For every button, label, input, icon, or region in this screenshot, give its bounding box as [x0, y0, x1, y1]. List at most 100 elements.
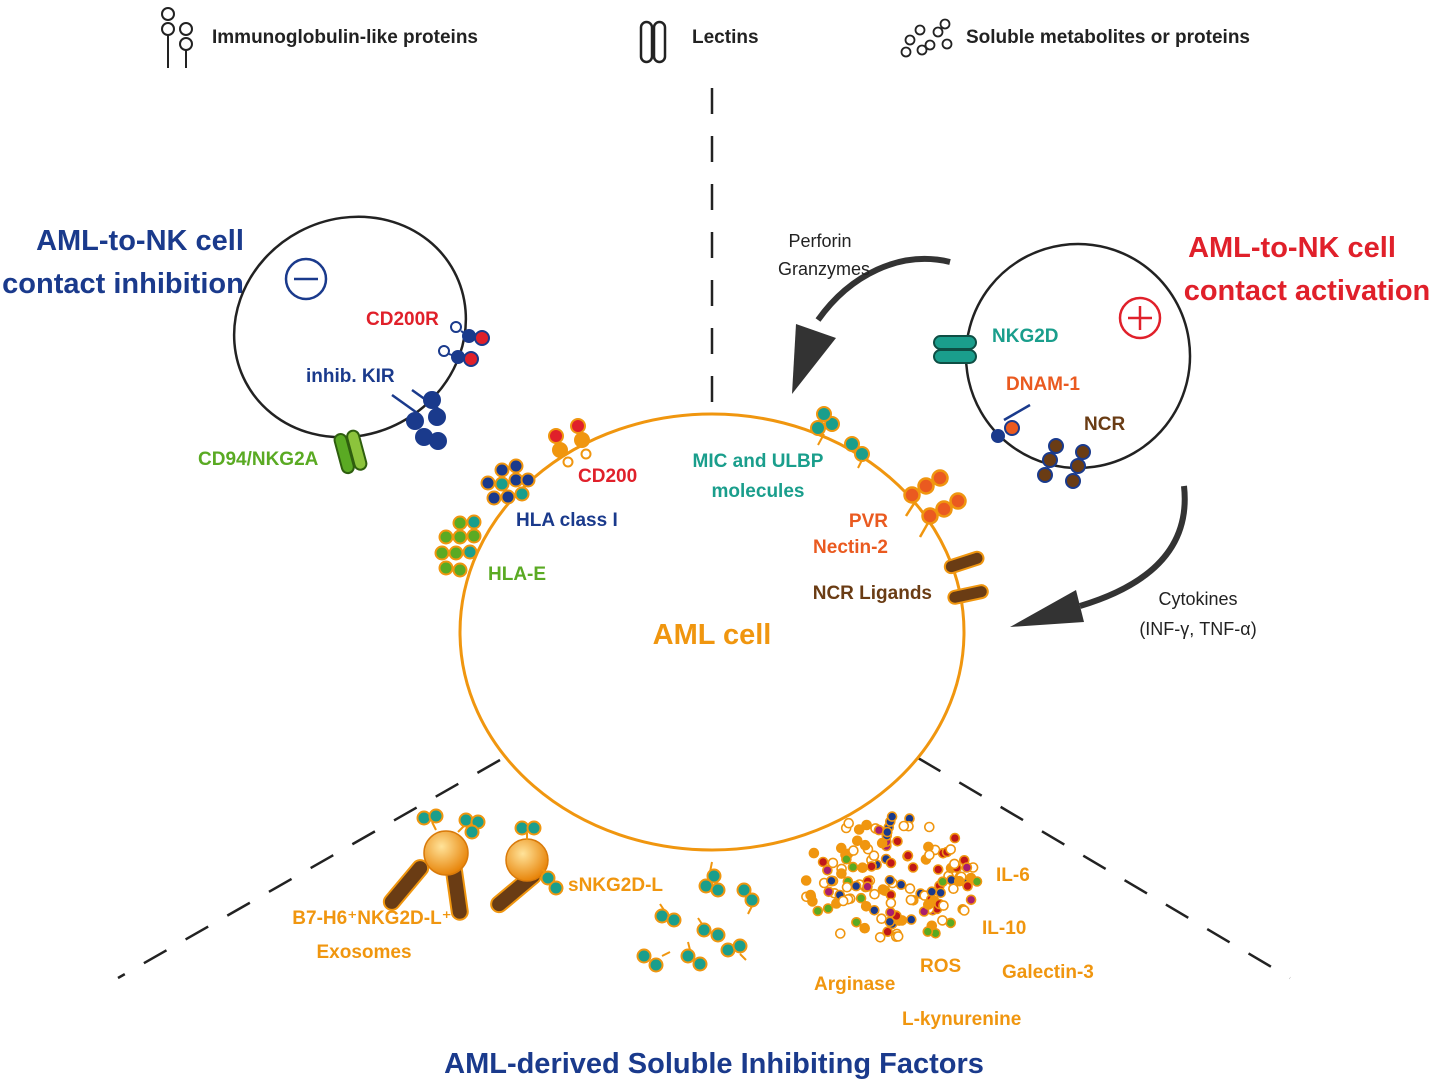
- metabolite-dot: [866, 861, 877, 872]
- metabolite-dot: [907, 862, 919, 873]
- metabolite-dot: [859, 839, 871, 851]
- cd200r-receptor-icon: [438, 321, 490, 367]
- ncr-ligand-lectin-icon: [943, 550, 989, 605]
- metabolite-dot: [922, 926, 934, 937]
- metabolite-dot: [808, 847, 820, 859]
- metabolite-dot: [848, 845, 859, 856]
- metabolite-dot: [876, 837, 888, 849]
- metabolite-dot: [836, 868, 847, 879]
- metabolite-dot: [847, 861, 859, 873]
- metabolite-dot: [837, 895, 849, 907]
- pvr-label: PVR: [849, 511, 888, 532]
- inhibition-panel: AML-to-NK cell contact inhibition CD200R…: [2, 215, 490, 475]
- legend: Immunoglobulin-like proteins Lectins Sol…: [161, 7, 1250, 68]
- soluble-metabolites-icon: [900, 18, 953, 58]
- metabolite-dot: [822, 864, 833, 876]
- exosome-icon: [382, 808, 486, 921]
- inhibition-title-line2: contact inhibition: [2, 268, 244, 300]
- activation-title-line2: contact activation: [1184, 275, 1431, 307]
- pvr-nectin2-ligand-icon: [903, 469, 967, 538]
- ncr-label: NCR: [1084, 414, 1125, 435]
- legend-ig-like-label: Immunoglobulin-like proteins: [212, 27, 478, 48]
- metabolite-dot: [904, 883, 916, 894]
- divider-right: [917, 756, 1291, 980]
- metabolite-dot: [949, 858, 960, 870]
- perforin-label: Perforin: [788, 231, 851, 251]
- metabolite-dot: [826, 875, 837, 887]
- hla-e-label: HLA-E: [488, 564, 546, 585]
- metabolite-dot: [877, 884, 889, 895]
- soluble-factors-section: B7-H6⁺NKG2D-L⁺ Exosomes sNKG2D-L IL-6 IL…: [292, 808, 1094, 1080]
- activation-panel: AML-to-NK cell contact activation NKG2D …: [933, 232, 1431, 489]
- metabolite-dot: [892, 835, 903, 847]
- metabolite-dot: [945, 844, 957, 855]
- metabolite-dot: [860, 900, 872, 912]
- snkg2dl-molecules-icon: [636, 861, 760, 973]
- il10-label: IL-10: [982, 918, 1026, 939]
- metabolite-dot: [953, 875, 965, 887]
- metabolite-dot: [835, 842, 847, 854]
- metabolite-dot: [885, 857, 897, 869]
- metabolite-dot: [850, 880, 862, 892]
- metabolite-dot: [898, 820, 910, 832]
- divider-left: [117, 758, 501, 980]
- hla-class-i-icon: [480, 458, 536, 506]
- metabolite-dot: [902, 850, 914, 861]
- ncr-ligands-label: NCR Ligands: [813, 583, 932, 604]
- inhibition-title-line1: AML-to-NK cell: [36, 225, 244, 257]
- metabolite-dot: [923, 821, 935, 833]
- mic-ulbp-label-line1: MIC and ULBP: [693, 451, 824, 472]
- metabolite-dot: [935, 887, 947, 899]
- metabolite-dot: [905, 894, 917, 906]
- activation-title-line1: AML-to-NK cell: [1188, 232, 1396, 264]
- galectin3-label: Galectin-3: [1002, 962, 1094, 983]
- aml-cell: [458, 412, 966, 852]
- metabolite-dot: [868, 850, 880, 862]
- metabolite-dot: [892, 931, 904, 942]
- metabolite-dot: [958, 905, 970, 916]
- cd200-label: CD200: [578, 466, 637, 487]
- metabolite-dot: [851, 916, 862, 928]
- metabolite-dot: [926, 886, 938, 898]
- minus-icon: [284, 257, 328, 301]
- metabolite-dot: [805, 889, 816, 901]
- metabolite-dot: [851, 835, 863, 847]
- aml-cell-group: AML cell CD200 HLA class I HLA-E: [434, 406, 989, 852]
- snkg2dl-label: sNKG2D-L: [568, 875, 663, 896]
- nkg2d-lectin-icon: [933, 335, 977, 364]
- cd200-ligand-icon: [548, 418, 592, 468]
- metabolite-dot: [962, 880, 973, 892]
- metabolite-dot: [817, 856, 829, 868]
- perforin-arrow: [792, 256, 951, 394]
- ncr-receptor-icon: [1037, 438, 1091, 489]
- dashed-dividers: [117, 88, 1291, 980]
- lkynurenine-label: L-kynurenine: [902, 1009, 1021, 1030]
- cytokine-arrow: [1010, 485, 1188, 627]
- metabolite-dot: [869, 888, 880, 900]
- il6-label: IL-6: [996, 865, 1030, 886]
- exosomes-label-line1: B7-H6⁺NKG2D-L⁺: [292, 908, 451, 929]
- lectin-icon: [639, 20, 667, 64]
- exosome-icon: [490, 820, 564, 914]
- nk-cell-activation: [964, 242, 1192, 470]
- legend-lectins-label: Lectins: [692, 27, 759, 48]
- cytokine-list-label: (INF-γ, TNF-α): [1139, 619, 1256, 639]
- ig-like-protein-icon: [161, 7, 193, 68]
- inhib-kir-label: inhib. KIR: [306, 366, 395, 387]
- metabolite-dot: [855, 892, 867, 904]
- dnam1-receptor-icon: [991, 403, 1031, 443]
- metabolite-dot: [885, 897, 897, 909]
- aml-cell-label: AML cell: [653, 619, 772, 651]
- metabolite-dot: [853, 824, 865, 835]
- metabolite-dot: [965, 894, 977, 906]
- metabolites-cloud: [800, 811, 983, 943]
- metabolite-dot: [862, 881, 873, 892]
- inhib-kir-receptor-icon: [391, 388, 447, 450]
- metabolite-dot: [800, 875, 812, 886]
- arginase-label: Arginase: [814, 974, 895, 995]
- metabolite-dot: [884, 874, 896, 886]
- metabolite-dot: [961, 862, 973, 873]
- nk-cell-inhibition: [232, 215, 468, 439]
- soluble-factors-title: AML-derived Soluble Inhibiting Factors: [444, 1048, 984, 1080]
